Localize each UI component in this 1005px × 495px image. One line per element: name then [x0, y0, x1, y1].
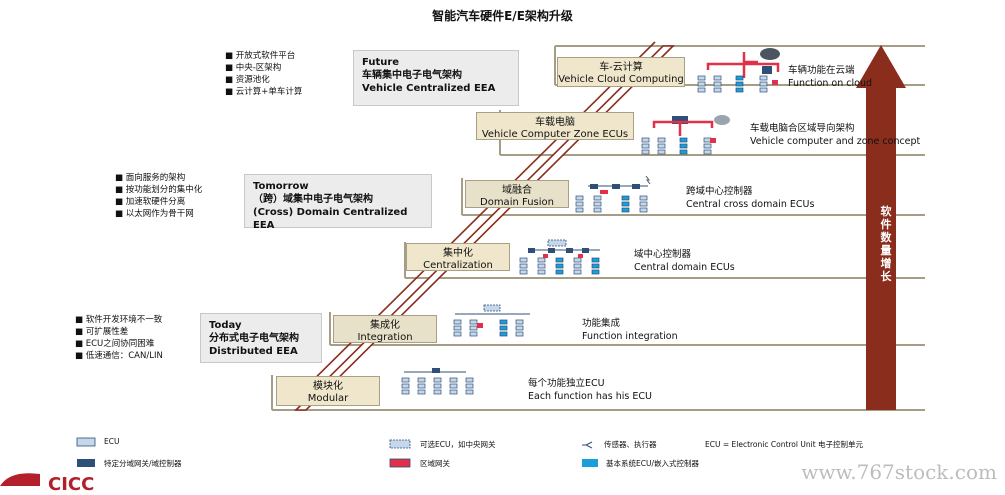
diagram-title: 智能汽车硬件E/E架构升级: [432, 9, 573, 23]
description-en: Central domain ECUs: [634, 262, 735, 273]
stage-domain-fusion: 域融合 Domain Fusion: [465, 180, 569, 208]
cicc-logo-mark: [0, 473, 40, 486]
legend-sensor-swatch: [582, 441, 593, 449]
era-subtitle-cn: 分布式电子电气架构: [209, 333, 299, 344]
legend-optional-swatch: [389, 439, 411, 449]
modular-ecu-network: [402, 368, 473, 394]
centralization-ecu-network: [520, 239, 600, 275]
domain-fusion-ecu-network: [576, 175, 651, 213]
stage-label-cn: 集中化: [443, 248, 473, 259]
stage-vehicle-cloud-computing: 车-云计算 Vehicle Cloud Computing: [557, 57, 685, 87]
stage-vehicle-computer: 车载电脑 Vehicle Computer Zone ECUs: [476, 112, 634, 140]
bullet-item: 云计算+单车计算: [225, 86, 303, 98]
description-en: Central cross domain ECUs: [686, 199, 815, 210]
stage-description: 每个功能独立ECU Each function has his ECU: [528, 377, 652, 403]
future-era-box: Future 车辆集中电子电气架构 Vehicle Centralized EE…: [353, 50, 519, 106]
vehicle-computer-ecu-network: [642, 115, 730, 155]
stage-label-en: Domain Fusion: [480, 197, 554, 208]
bullet-item: 资源池化: [225, 74, 302, 86]
description-en: Each function has his ECU: [528, 391, 652, 402]
stage-label-en: Modular: [307, 393, 349, 404]
era-heading: Tomorrow: [253, 181, 309, 192]
stage-label-en: Integration: [357, 332, 413, 343]
software-growth-label: 软件数量增长: [880, 205, 892, 283]
era-heading: Today: [209, 320, 242, 331]
legend-zone-gateway-swatch: [389, 458, 411, 468]
integration-ecu-network: [454, 304, 530, 337]
stage-description: 车辆功能在云端 Function on cloud: [788, 64, 872, 90]
legend-gateway-label: 特定分域网关/域控制器: [104, 459, 182, 468]
stage-description: 车载电脑合区域导向架构 Vehicle computer and zone co…: [750, 122, 920, 148]
today-bullets: 软件开发环境不一致 可扩展性差 ECU之间协同困难 低速通信：CAN/LIN: [75, 314, 163, 362]
era-subtitle-en: Distributed EEA: [209, 346, 298, 357]
era-subtitle-cn: （跨）域集中电子电气架构: [253, 194, 373, 205]
legend-ecu-label: ECU: [104, 437, 120, 446]
future-bullets: 开放式软件平台 中央-区架构 资源池化 云计算+单车计算: [225, 50, 303, 98]
description-en: Vehicle computer and zone concept: [750, 136, 921, 147]
bullet-item: 低速通信：CAN/LIN: [75, 350, 163, 362]
stage-label-en: Vehicle Computer Zone ECUs: [481, 129, 629, 140]
bullet-item: 以太网作为骨干网: [115, 208, 202, 220]
era-subtitle-en: (Cross) Domain Centralized EEA: [253, 207, 408, 231]
legend-ecu-swatch: [76, 437, 96, 447]
watermark: www.767stock.com: [801, 460, 997, 484]
description-cn: 功能集成: [582, 318, 621, 329]
description-cn: 跨域中心控制器: [686, 186, 753, 197]
legend-optional-label: 可选ECU，如中央网关: [420, 440, 496, 449]
stage-label-cn: 模块化: [313, 381, 343, 392]
legend-abbreviation: ECU = Electronic Control Unit 电子控制单元: [705, 440, 864, 449]
stage-label-cn: 域融合: [502, 185, 532, 196]
legend-gateway-swatch: [77, 459, 95, 467]
bullet-item: 面向服务的架构: [115, 172, 202, 184]
legend-embedded-swatch: [582, 459, 598, 467]
stage-modular: 模块化 Modular: [276, 376, 380, 406]
stage-description: 域中心控制器 Central domain ECUs: [634, 248, 735, 274]
era-heading: Future: [362, 57, 400, 68]
tomorrow-bullets: 面向服务的架构 按功能划分的集中化 加速软硬件分离 以太网作为骨干网: [115, 172, 203, 220]
stage-integration: 集成化 Integration: [333, 315, 437, 343]
stage-label-cn: 车-云计算: [599, 62, 643, 73]
description-en: Function on cloud: [788, 78, 873, 89]
bullet-item: 加速软硬件分离: [115, 196, 202, 208]
stage-centralization: 集中化 Centralization: [406, 243, 510, 271]
tomorrow-era-box: Tomorrow （跨）域集中电子电气架构 (Cross) Domain Cen…: [244, 174, 432, 231]
era-subtitle-cn: 车辆集中电子电气架构: [362, 70, 462, 81]
stage-description: 功能集成 Function integration: [582, 317, 678, 343]
today-era-box: Today 分布式电子电气架构 Distributed EEA: [200, 313, 322, 363]
vehicle-cloud-computing-ecu-network: [698, 48, 780, 93]
stage-label-en: Vehicle Cloud Computing: [558, 74, 684, 85]
stage-description: 跨域中心控制器 Central cross domain ECUs: [686, 185, 814, 211]
era-subtitle-en: Vehicle Centralized EEA: [362, 83, 496, 94]
description-cn: 车载电脑合区域导向架构: [750, 123, 855, 134]
bullet-item: 按功能划分的集中化: [115, 184, 203, 196]
bullet-item: 可扩展性差: [75, 326, 163, 338]
legend-zone-gateway-label: 区域网关: [420, 459, 450, 468]
description-cn: 域中心控制器: [634, 249, 692, 260]
cicc-logo: CICC: [48, 474, 95, 495]
bullet-item: ECU之间协同困难: [75, 338, 163, 350]
stage-label-cn: 车载电脑: [535, 117, 575, 128]
bullet-item: 开放式软件平台: [225, 50, 302, 62]
description-cn: 每个功能独立ECU: [528, 378, 605, 389]
legend-sensor-label: 传感器、执行器: [604, 440, 657, 449]
stage-label-cn: 集成化: [370, 320, 400, 331]
legend-embedded-label: 基本系统ECU/嵌入式控制器: [606, 459, 699, 468]
description-en: Function integration: [582, 331, 678, 342]
description-cn: 车辆功能在云端: [788, 65, 855, 76]
stage-label-en: Centralization: [423, 260, 493, 271]
bullet-item: 软件开发环境不一致: [75, 314, 163, 326]
bullet-item: 中央-区架构: [225, 62, 302, 74]
